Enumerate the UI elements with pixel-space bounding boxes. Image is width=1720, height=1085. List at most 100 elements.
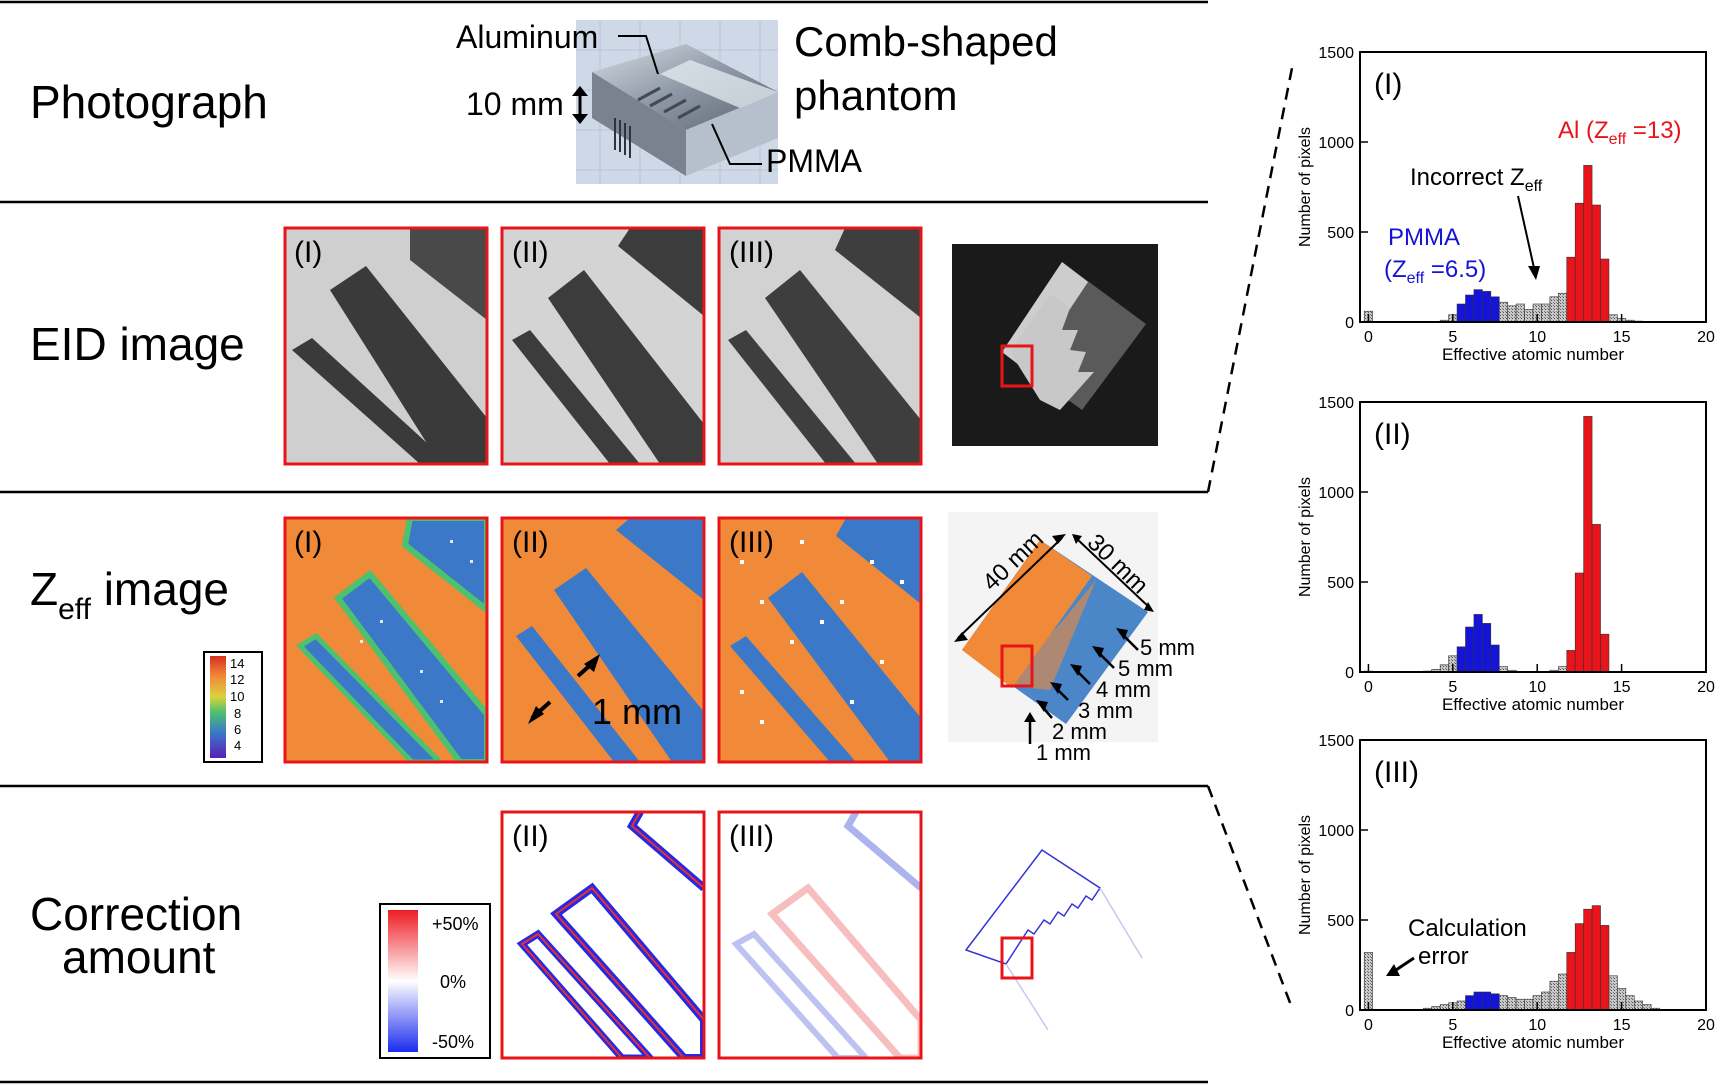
width-5mm-a: 5 mm: [1140, 635, 1195, 660]
y-tick-label: 500: [1327, 225, 1354, 242]
bar-other: [1507, 997, 1517, 1011]
bar-al: [1574, 923, 1584, 1011]
correction-panel-2-label: (II): [512, 820, 549, 853]
bar-al: [1591, 524, 1601, 673]
x-tick-label: 10: [1528, 679, 1546, 696]
bar-pmma: [1482, 623, 1492, 673]
eid-panel-3: (III): [717, 226, 923, 466]
bar-pmma: [1465, 995, 1475, 1011]
zeff-cbar-tick-12: 12: [230, 672, 244, 687]
bar-al: [1600, 925, 1610, 1011]
y-tick-label: 0: [1345, 315, 1354, 332]
y-tick-label: 500: [1327, 913, 1354, 930]
row-title-eid: EID image: [30, 318, 245, 370]
bar-pmma: [1482, 991, 1492, 1011]
zeff-cbar-tick-14: 14: [230, 656, 244, 671]
x-tick-label: 0: [1364, 1017, 1373, 1034]
bar-other: [1524, 998, 1534, 1011]
x-tick-label: 10: [1528, 1017, 1546, 1034]
bar-al: [1583, 908, 1593, 1011]
y-tick-label: 1500: [1318, 395, 1354, 412]
bar-other: [1439, 664, 1449, 673]
width-5mm-b: 5 mm: [1118, 656, 1173, 681]
x-tick-label: 15: [1613, 329, 1631, 346]
x-tick-label: 15: [1613, 679, 1631, 696]
histogram-panel-label: (I): [1374, 68, 1402, 101]
zeff-width-annot: 1 mm: [592, 691, 682, 732]
bar-other: [1558, 973, 1568, 1011]
width-2mm: 2 mm: [1052, 719, 1107, 744]
x-tick-label: 20: [1697, 679, 1715, 696]
y-tick-label: 1000: [1318, 823, 1354, 840]
al-label: Al (Zeff =13): [1558, 117, 1682, 148]
aluminum-leader: [618, 35, 659, 75]
histogram-panel-label: (II): [1374, 418, 1411, 451]
bar-other: [1456, 1000, 1466, 1011]
pmma-hist-label: PMMA: [1388, 224, 1460, 251]
bar-pmma: [1482, 291, 1492, 323]
y-axis-label: Number of pixels: [1297, 477, 1314, 597]
bar-pmma: [1490, 296, 1500, 323]
x-tick-label: 5: [1448, 679, 1457, 696]
bar-other: [1498, 995, 1508, 1011]
bar-other: [1633, 1000, 1644, 1011]
zeff-colorbar: 14 12 10 8 6 4: [203, 651, 263, 763]
bar-other: [1524, 309, 1534, 323]
zeff-overview: 40 mm 30 mm 5 mm 5 mm 4 mm 3 mm 2 mm 1 m…: [948, 512, 1195, 765]
y-tick-label: 0: [1345, 665, 1354, 682]
x-tick-label: 15: [1613, 1017, 1631, 1034]
phantom-photo: [576, 20, 778, 419]
bar-other: [1549, 296, 1559, 323]
pmma-leader: [711, 123, 762, 165]
zeff-panel-3-label: (III): [729, 526, 774, 559]
x-tick-label: 0: [1364, 679, 1373, 696]
x-tick-label: 5: [1448, 329, 1457, 346]
plot-frame: [1359, 401, 1707, 673]
width-4mm: 4 mm: [1096, 677, 1151, 702]
incorrect-zeff-label: Incorrect Zeff: [1410, 164, 1543, 195]
row-title-photograph: Photograph: [30, 76, 268, 128]
bar-pmma: [1456, 303, 1466, 323]
row-title-correction-2: amount: [62, 931, 216, 983]
corr-cbar-mid: 0%: [440, 972, 466, 992]
width-arrows: [528, 654, 600, 724]
bar-pmma: [1465, 626, 1475, 673]
correction-overview: [964, 848, 1143, 1031]
plot-frame: [1359, 739, 1707, 1011]
correction-panel-2: (II): [500, 810, 706, 1060]
eid-overview: [952, 244, 1158, 446]
row-title-correction-1: Correction: [30, 888, 242, 940]
bar-al: [1566, 256, 1576, 323]
x-axis-label: Effective atomic number: [1442, 695, 1624, 714]
zeff-cbar-tick-4: 4: [234, 738, 241, 753]
correction-panel-3: (III): [717, 810, 923, 1060]
x-tick-label: 20: [1697, 1017, 1715, 1034]
eid-panel-2-label: (II): [512, 236, 549, 269]
zeff-panel-2-label: (II): [512, 526, 549, 559]
calc-error-arrow: [1395, 956, 1415, 972]
bar-pmma: [1490, 644, 1500, 673]
bar-al: [1583, 416, 1593, 673]
bar-pmma: [1473, 289, 1483, 323]
bar-other: [1541, 303, 1551, 323]
correction-panel-3-label: (III): [729, 820, 774, 853]
correction-colorbar: +50% 0% -50%: [379, 903, 491, 1059]
x-tick-label: 5: [1448, 1017, 1457, 1034]
calc-error-label-1: Calculation: [1408, 915, 1527, 942]
y-tick-label: 1500: [1318, 45, 1354, 62]
bar-other: [1608, 975, 1618, 1011]
bar-other: [1558, 292, 1568, 323]
y-tick-label: 0: [1345, 1003, 1354, 1020]
incorrect-zeff-arrowhead: [1528, 266, 1540, 280]
phantom-title-2: phantom: [794, 72, 957, 119]
zeff-cbar-tick-8: 8: [234, 706, 241, 721]
y-tick-label: 1500: [1318, 733, 1354, 750]
eid-panel-3-label: (III): [729, 236, 774, 269]
pmma-photo-label: PMMA: [766, 143, 863, 179]
bar-pmma: [1465, 294, 1475, 323]
bar-al: [1600, 258, 1610, 323]
bar-al: [1574, 572, 1584, 673]
bar-al: [1566, 952, 1576, 1011]
eid-panel-1-label: (I): [294, 236, 322, 269]
row-title-zeff: Zeff image: [30, 563, 229, 626]
